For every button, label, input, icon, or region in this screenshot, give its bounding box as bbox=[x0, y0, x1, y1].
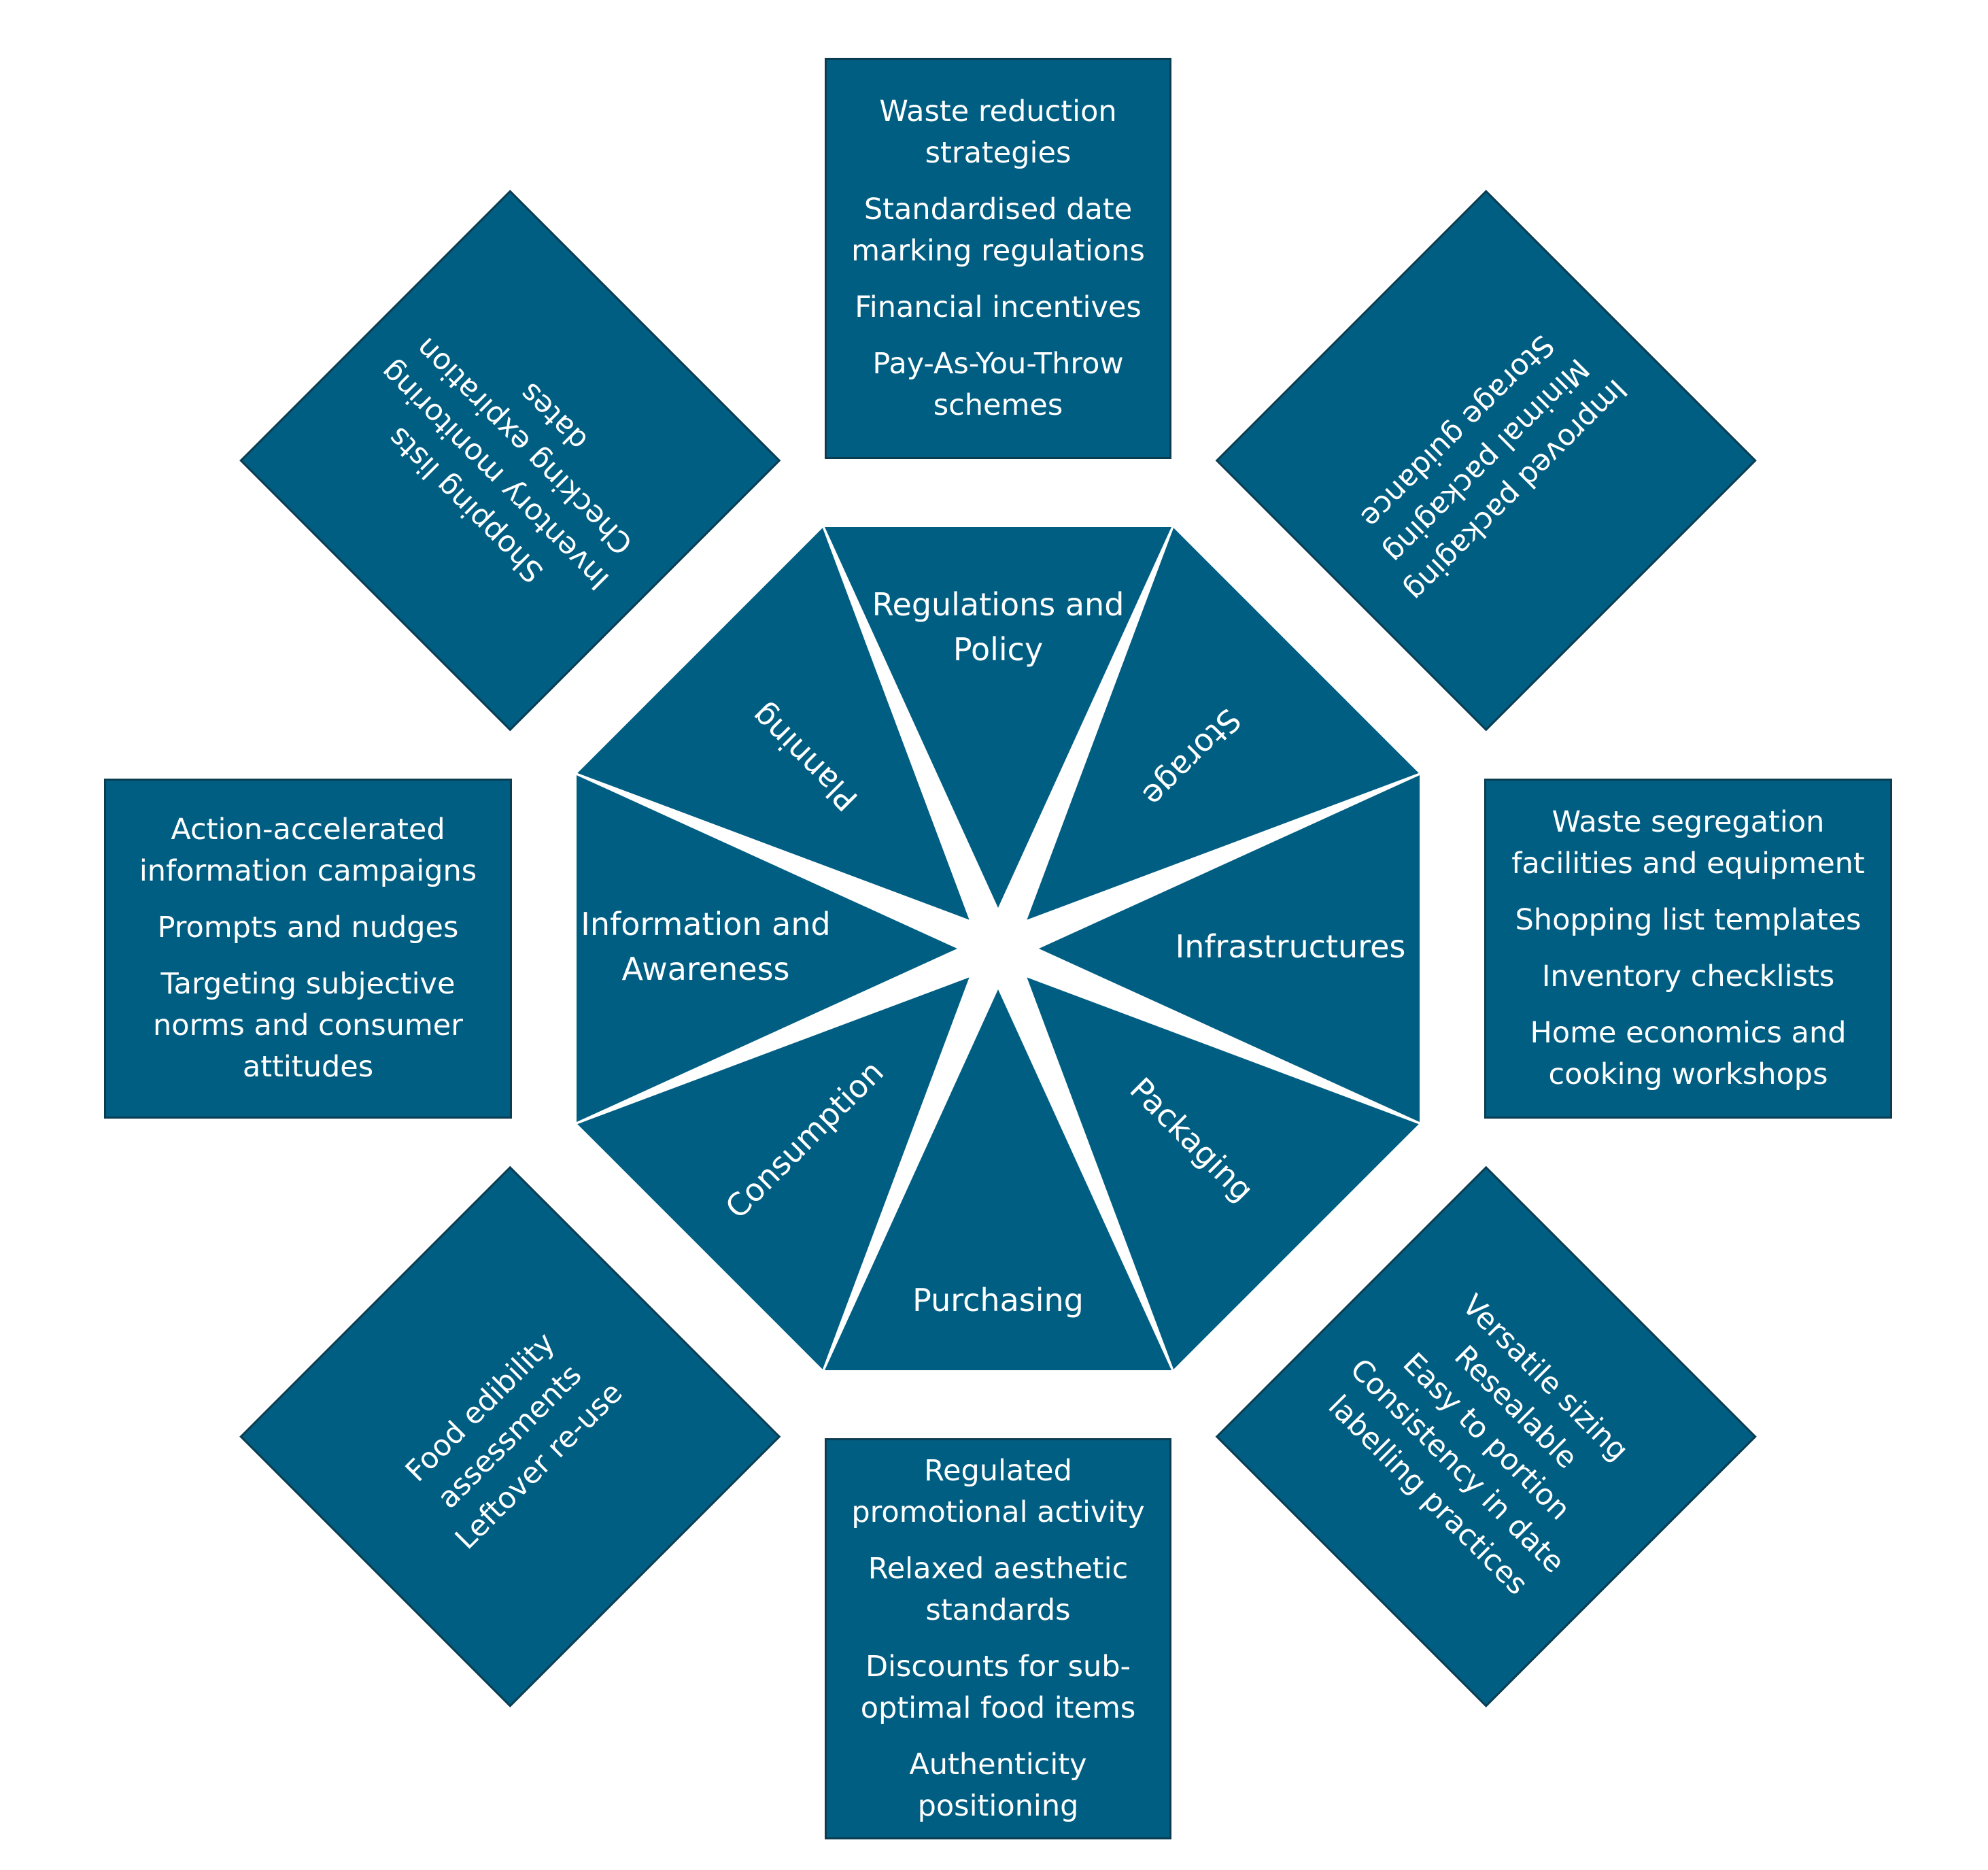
intervention-line: Home economics and bbox=[1530, 1016, 1847, 1050]
segment-purchasing bbox=[825, 989, 1171, 1370]
segment-storage bbox=[1027, 528, 1419, 920]
segment-planning bbox=[577, 528, 970, 920]
box-infrastructures: Waste segregation facilities and equipmen… bbox=[1484, 779, 1892, 1119]
intervention-line: Discounts for sub- bbox=[865, 1650, 1131, 1684]
intervention-item: Prompts and nudges bbox=[158, 907, 459, 949]
segment-packaging bbox=[1027, 977, 1419, 1370]
segment-information-and-awareness bbox=[577, 775, 957, 1122]
intervention-item: Financial incentives bbox=[855, 287, 1142, 328]
intervention-item: Pay-As-You-Throw schemes bbox=[872, 343, 1123, 426]
segment-label-line: Information and bbox=[581, 906, 830, 942]
intervention-line: Pay-As-You-Throw bbox=[872, 346, 1124, 381]
segment-label-line: Regulations and bbox=[872, 586, 1125, 623]
intervention-line: Targeting subjective bbox=[160, 967, 456, 1001]
intervention-line: information campaigns bbox=[139, 854, 477, 888]
intervention-line: cooking workshops bbox=[1548, 1057, 1828, 1091]
intervention-line: norms and consumer bbox=[153, 1008, 463, 1042]
segment-label-purchasing: Purchasing bbox=[912, 1282, 1084, 1319]
segment-consumption bbox=[577, 977, 970, 1370]
intervention-item: Waste reduction strategies bbox=[879, 91, 1116, 174]
intervention-line: Financial incentives bbox=[855, 290, 1142, 324]
box-shape-planning bbox=[239, 190, 781, 732]
box-shape-storage bbox=[1215, 190, 1757, 732]
intervention-item: Relaxed aesthetic standards bbox=[868, 1548, 1128, 1631]
intervention-line: Shopping list templates bbox=[1515, 903, 1862, 937]
intervention-line: Relaxed aesthetic bbox=[868, 1552, 1129, 1586]
segment-label-line: Awareness bbox=[621, 951, 789, 987]
intervention-item: Shopping list templates bbox=[1515, 900, 1862, 941]
intervention-item: Targeting subjective norms and consumer at… bbox=[153, 964, 463, 1088]
intervention-line: Authenticity bbox=[909, 1748, 1087, 1782]
intervention-line: strategies bbox=[925, 135, 1072, 170]
intervention-line: attitudes bbox=[242, 1050, 374, 1084]
intervention-item: Waste segregation facilities and equipmen… bbox=[1511, 802, 1865, 885]
intervention-line: standards bbox=[925, 1593, 1071, 1627]
intervention-line: Standardised date bbox=[863, 192, 1133, 226]
intervention-item: Discounts for sub-optimal food items bbox=[861, 1646, 1136, 1729]
intervention-line: Action-accelerated bbox=[171, 813, 445, 847]
intervention-line: Regulated bbox=[924, 1454, 1072, 1488]
segment-label-infrastructures: Infrastructures bbox=[1176, 928, 1406, 965]
box-shape-consumption bbox=[239, 1166, 781, 1707]
box-shape-packaging bbox=[1215, 1166, 1757, 1707]
intervention-line: Waste reduction bbox=[879, 94, 1117, 129]
intervention-line: Inventory checklists bbox=[1541, 959, 1835, 993]
intervention-item: Regulated promotional activity bbox=[851, 1450, 1144, 1533]
intervention-line: facilities and equipment bbox=[1511, 847, 1865, 881]
intervention-line: Waste segregation bbox=[1552, 805, 1825, 839]
segment-label-line: Infrastructures bbox=[1176, 928, 1406, 965]
segment-infrastructures bbox=[1039, 775, 1420, 1122]
segment-regulations-and-policy bbox=[825, 527, 1171, 908]
segment-label-line: Policy bbox=[953, 631, 1043, 668]
intervention-line: marking regulations bbox=[851, 233, 1145, 268]
intervention-item: Inventory checklists bbox=[1542, 956, 1835, 998]
segment-label-line: Purchasing bbox=[912, 1282, 1084, 1319]
intervention-item: Standardised date marking regulations bbox=[851, 189, 1145, 272]
intervention-line: promotional activity bbox=[851, 1495, 1145, 1529]
intervention-line: positioning bbox=[917, 1789, 1079, 1823]
intervention-item: Authenticity positioning bbox=[909, 1744, 1086, 1827]
intervention-line: optimal food items bbox=[860, 1691, 1136, 1725]
intervention-item: Action-accelerated information campaigns bbox=[139, 809, 477, 892]
intervention-line: Prompts and nudges bbox=[157, 911, 459, 945]
intervention-item: Home economics and cooking workshops bbox=[1530, 1013, 1846, 1095]
intervention-line: schemes bbox=[933, 388, 1063, 422]
